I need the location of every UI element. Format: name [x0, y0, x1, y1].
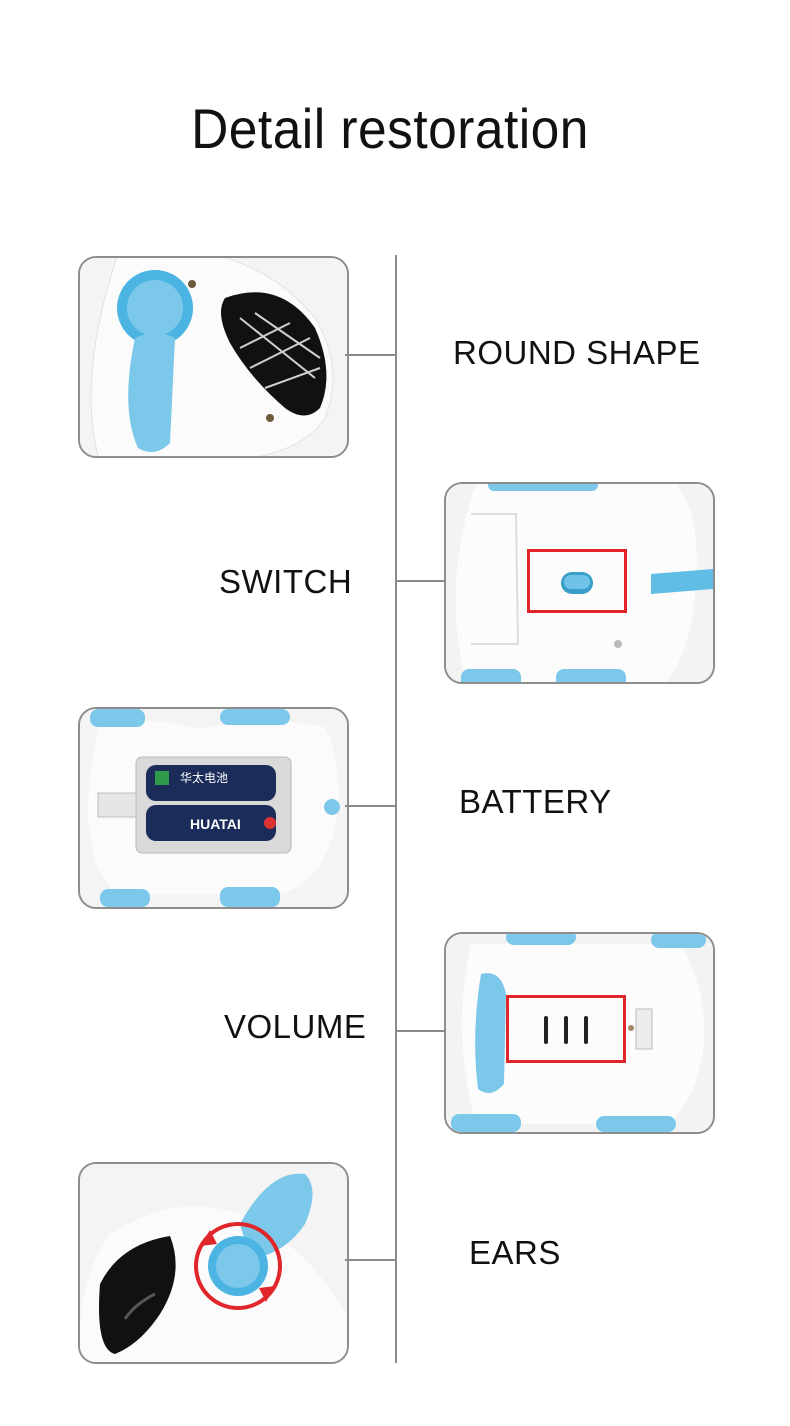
- page-title: Detail restoration: [191, 97, 589, 160]
- feature-label-ears: EARS: [469, 1234, 561, 1271]
- battery-connector: [345, 805, 395, 807]
- round-shape-photo: [78, 256, 349, 458]
- switch-photo: [444, 482, 715, 684]
- battery-bottom-text: HUATAI: [190, 816, 241, 832]
- battery-top-text: 华太电池: [180, 770, 228, 785]
- ears-connector: [345, 1259, 395, 1261]
- switch-connector: [395, 580, 444, 582]
- center-divider: [395, 255, 397, 1363]
- feature-label-switch: SWITCH: [219, 563, 353, 600]
- feature-label-round-shape: ROUND SHAPE: [453, 334, 701, 371]
- battery-photo: 华太电池 HUATAI: [78, 707, 349, 909]
- volume-photo: [444, 932, 715, 1134]
- volume-connector: [395, 1030, 444, 1032]
- round-shape-connector: [345, 354, 395, 356]
- volume-highlight-box: [506, 995, 626, 1063]
- feature-label-volume: VOLUME: [224, 1008, 367, 1045]
- switch-highlight-box: [527, 549, 627, 613]
- ears-photo: [78, 1162, 349, 1364]
- feature-label-battery: BATTERY: [459, 783, 612, 820]
